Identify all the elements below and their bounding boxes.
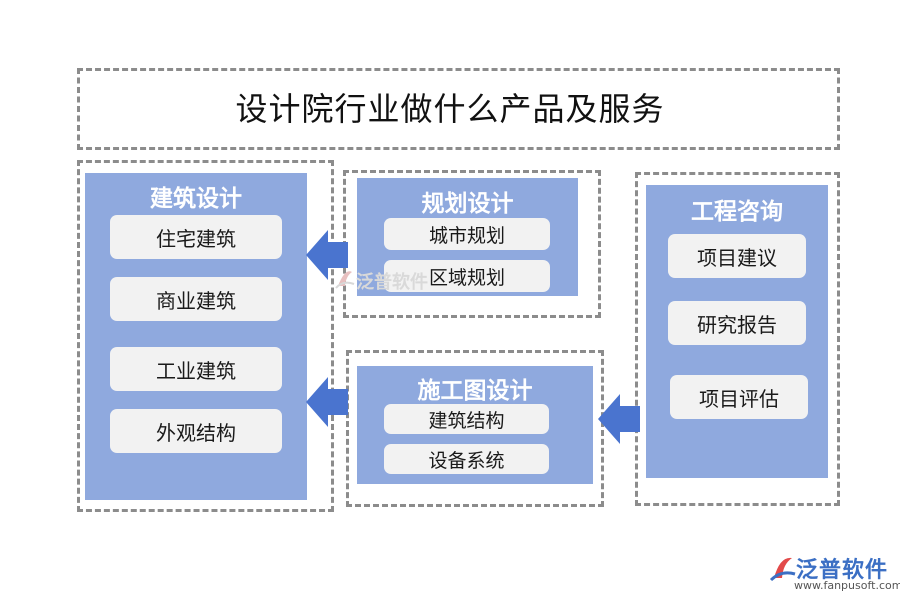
arrow-left-icon bbox=[306, 377, 348, 427]
architecture-title: 建筑设计 bbox=[150, 185, 242, 212]
construction-panel: 施工图设计 建筑结构 设备系统 bbox=[357, 366, 593, 484]
construction-item: 设备系统 bbox=[384, 444, 549, 474]
architecture-panel: 建筑设计 住宅建筑 商业建筑 工业建筑 外观结构 bbox=[85, 173, 307, 500]
architecture-item: 外观结构 bbox=[110, 409, 282, 453]
architecture-item: 工业建筑 bbox=[110, 347, 282, 391]
arrow-left-icon bbox=[306, 230, 348, 280]
arrow-left-icon bbox=[598, 394, 640, 444]
planning-title: 规划设计 bbox=[421, 190, 514, 217]
logo-url: www.fanpusoft.com bbox=[794, 579, 900, 592]
planning-panel: 规划设计 城市规划 区域规划 bbox=[357, 178, 578, 296]
consulting-panel: 工程咨询 项目建议 研究报告 项目评估 bbox=[646, 185, 828, 478]
construction-title: 施工图设计 bbox=[417, 377, 533, 404]
brand-logo: 泛普软件 www.fanpusoft.com bbox=[768, 552, 900, 598]
fanpu-logo-icon bbox=[335, 271, 355, 289]
architecture-item: 住宅建筑 bbox=[110, 215, 282, 259]
watermark-brand: 泛普软件 bbox=[356, 272, 428, 293]
logo-text: 泛普软件 bbox=[796, 558, 889, 583]
consulting-item: 研究报告 bbox=[668, 301, 806, 345]
planning-item: 区域规划 bbox=[384, 260, 550, 292]
architecture-item: 商业建筑 bbox=[110, 277, 282, 321]
title-box bbox=[77, 68, 840, 150]
watermark: 泛普软件 bbox=[334, 262, 444, 298]
consulting-title: 工程咨询 bbox=[691, 198, 783, 225]
consulting-item: 项目评估 bbox=[670, 375, 808, 419]
diagram-title: 设计院行业做什么产品及服务 bbox=[235, 90, 665, 128]
planning-item: 城市规划 bbox=[384, 218, 550, 250]
fanpu-logo-icon bbox=[769, 557, 796, 582]
consulting-item: 项目建议 bbox=[668, 234, 806, 278]
construction-item: 建筑结构 bbox=[384, 404, 549, 434]
